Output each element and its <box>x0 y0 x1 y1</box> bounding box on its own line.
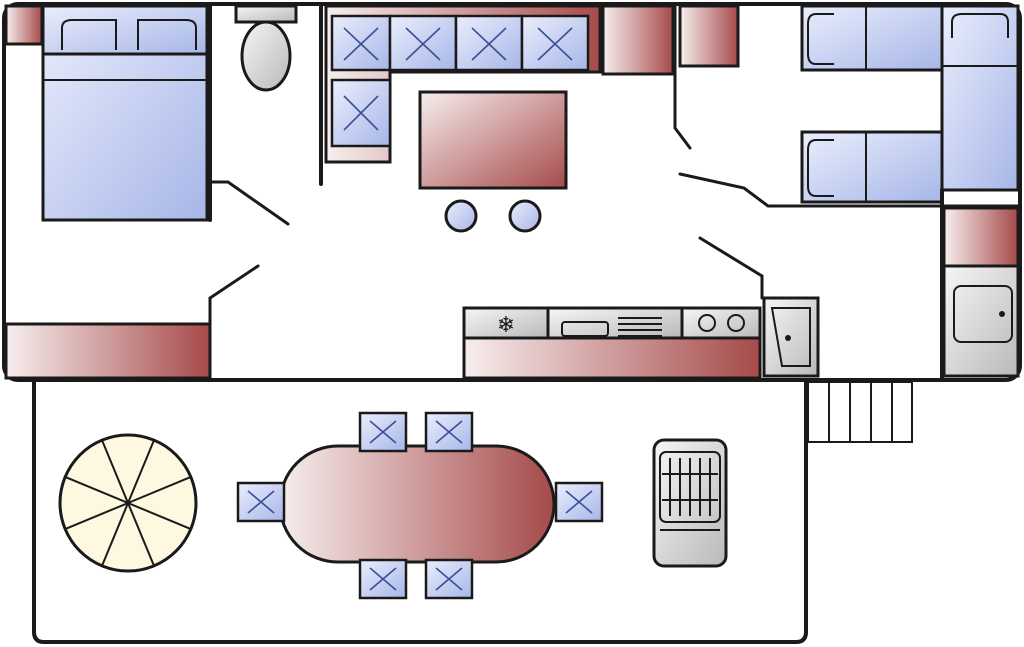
terrace-chair <box>424 558 474 600</box>
oven-door <box>561 321 609 337</box>
terrace-chair <box>554 481 604 523</box>
washroom <box>234 4 323 186</box>
snowflake-icon: ❄ <box>497 313 515 338</box>
stool <box>444 199 478 233</box>
bed-headboard <box>41 4 209 56</box>
kitchen: ❄ <box>324 4 820 380</box>
terrace-chair <box>424 411 474 453</box>
wardrobe-top-left <box>4 4 44 46</box>
master-bedroom <box>4 4 290 380</box>
toilet-cistern <box>234 4 298 24</box>
parasol-spoke <box>64 502 129 530</box>
bedroom-door-upper <box>208 180 290 226</box>
pillow <box>951 13 1009 38</box>
parasol-spoke <box>127 502 155 567</box>
shower-drain <box>999 311 1005 317</box>
parasol-spoke <box>127 502 192 530</box>
parasol-spoke <box>64 476 129 504</box>
wardrobe-right <box>942 206 1020 268</box>
toilet-bowl <box>240 20 292 92</box>
terrace-chair <box>358 411 408 453</box>
kitchen-doorway-left <box>698 236 764 300</box>
kitchen-counter-base <box>462 336 762 380</box>
twin-bedroom-door <box>678 172 1020 208</box>
shower-tray <box>953 285 1013 343</box>
oven-vent <box>618 317 662 337</box>
parasol-spoke <box>101 439 129 504</box>
single-bed-lower <box>800 130 944 204</box>
stool <box>508 199 542 233</box>
house-outer-wall <box>2 2 1022 382</box>
terrace-chair <box>236 481 286 523</box>
wardrobe-bottom-left <box>4 322 212 380</box>
pillow <box>807 13 834 65</box>
sink-icon <box>762 296 820 378</box>
pillow-right <box>137 19 197 50</box>
dining-table <box>418 90 568 190</box>
terrace-dining-set <box>236 411 604 600</box>
terrace-chair <box>358 558 408 600</box>
steps-outline <box>807 381 913 443</box>
cabinet-top-middle <box>601 4 675 76</box>
hob-burner <box>727 314 745 332</box>
cabinet-top-right <box>678 4 740 68</box>
pillow-left <box>61 19 117 50</box>
hob-icon <box>680 306 762 340</box>
terrace-outline <box>32 378 808 644</box>
single-bed-side <box>940 4 1020 192</box>
pillow <box>807 139 834 197</box>
parasol-spoke <box>101 502 129 567</box>
twin-bedroom-wall <box>673 4 692 150</box>
single-bed-upper <box>800 4 944 72</box>
twin-bedroom <box>673 4 1020 380</box>
hob-burner <box>698 314 716 332</box>
parasol-spoke <box>127 439 155 504</box>
parasol-icon <box>58 433 198 573</box>
terrace <box>32 378 913 644</box>
terrace-table <box>278 444 556 564</box>
bedroom-door-lower <box>208 264 260 380</box>
shower-cabinet <box>942 264 1020 378</box>
entrance-steps <box>807 381 913 443</box>
double-bed <box>41 4 209 222</box>
barbecue-grill-icon <box>652 438 728 568</box>
parasol-spoke <box>127 476 192 504</box>
